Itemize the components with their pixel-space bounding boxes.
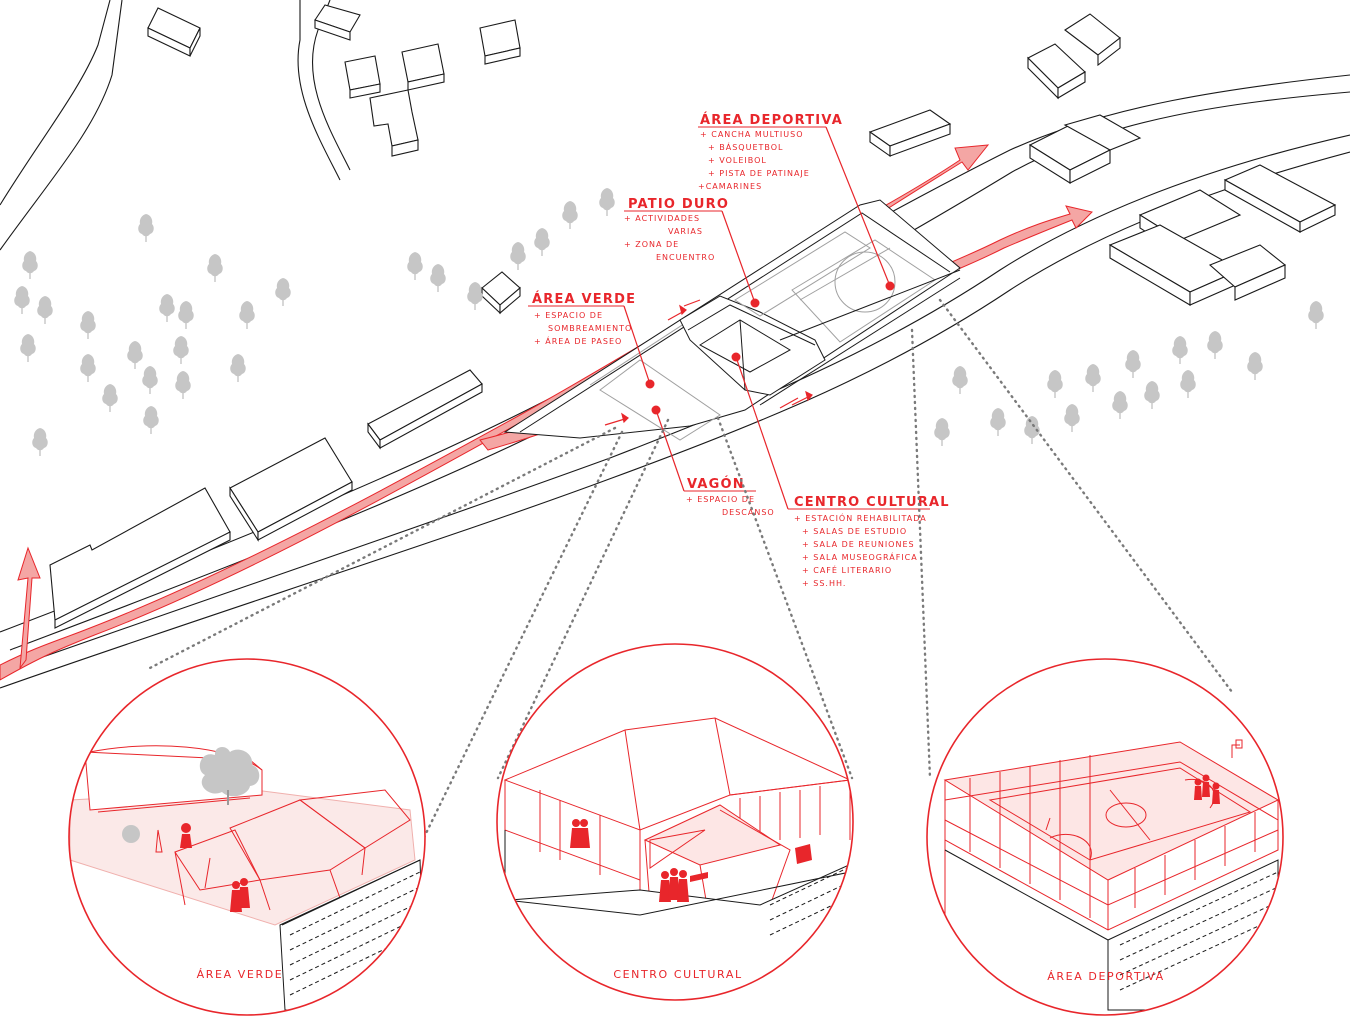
label-area-deportiva-title: ÁREA DEPORTIVA xyxy=(700,112,843,128)
label-area-verde: ÁREA VERDE + ESPACIO DE SOMBREAMIENTO + … xyxy=(528,291,655,389)
label-patio-duro-title: PATIO DURO xyxy=(628,197,729,212)
label-area-verde-item-2: SOMBREAMIENTO xyxy=(548,324,632,333)
label-area-deportiva-item-5: +CAMARINES xyxy=(698,182,762,191)
detail-area-verde: ÁREA VERDE xyxy=(68,658,426,1016)
detail-area-verde-frame xyxy=(68,658,426,1016)
label-centro-cultural-item-1: + ESTACIÓN REHABILITADA xyxy=(794,512,927,523)
label-centro-cultural-item-5: + CAFÉ LITERARIO xyxy=(802,564,892,575)
detail-centro-cultural-frame xyxy=(496,643,854,1001)
label-patio-duro-item-4: ENCUENTRO xyxy=(656,253,715,262)
left-up-arrow xyxy=(17,546,41,670)
label-centro-cultural-item-6: + SS.HH. xyxy=(802,579,846,588)
label-patio-duro-item-1: + ACTIVIDADES xyxy=(624,214,700,223)
label-area-verde-item-3: + ÁREA DE PASEO xyxy=(534,335,622,346)
label-area-verde-item-1: + ESPACIO DE xyxy=(534,311,603,320)
detail-area-deportiva: ÁREA DEPORTIVA xyxy=(926,658,1284,1016)
label-area-deportiva-item-3: + VOLEIBOL xyxy=(708,156,767,165)
project-site xyxy=(503,199,961,441)
label-patio-duro-item-2: VARIAS xyxy=(668,227,703,236)
detail-centro-cultural: CENTRO CULTURAL xyxy=(496,643,854,1001)
detail-area-deportiva-caption: ÁREA DEPORTIVA xyxy=(1047,970,1164,983)
label-centro-cultural-item-3: + SALA DE REUNIONES xyxy=(802,540,915,549)
label-vagon-item-2: DESCANSO xyxy=(722,508,775,517)
surrounding-buildings xyxy=(49,4,1337,629)
label-vagon: VAGÓN + ESPACIO DE DESCANSO xyxy=(651,405,775,517)
main-flow-band xyxy=(0,144,990,681)
detail-leaders xyxy=(148,298,1234,864)
label-centro-cultural: CENTRO CULTURAL + ESTACIÓN REHABILITADA … xyxy=(731,352,950,588)
label-vagon-item-1: + ESPACIO DE xyxy=(686,495,755,504)
label-patio-duro: PATIO DURO + ACTIVIDADES VARIAS + ZONA D… xyxy=(624,197,760,308)
label-centro-cultural-item-2: + SALAS DE ESTUDIO xyxy=(802,527,907,536)
label-centro-cultural-title: CENTRO CULTURAL xyxy=(794,495,950,510)
label-area-verde-title: ÁREA VERDE xyxy=(532,291,636,307)
label-vagon-title: VAGÓN xyxy=(687,476,745,492)
detail-area-deportiva-frame xyxy=(926,658,1284,1016)
site-flow-marks xyxy=(604,299,813,426)
label-area-deportiva-item-1: + CANCHA MULTIUSO xyxy=(700,130,804,139)
detail-centro-cultural-caption: CENTRO CULTURAL xyxy=(613,968,742,981)
label-area-deportiva-item-2: + BÁSQUETBOL xyxy=(708,141,783,152)
label-area-deportiva-item-4: + PISTA DE PATINAJE xyxy=(708,169,810,178)
detail-area-verde-caption: ÁREA VERDE xyxy=(197,968,284,981)
label-area-deportiva: ÁREA DEPORTIVA + CANCHA MULTIUSO + BÁSQU… xyxy=(698,112,895,291)
label-patio-duro-item-3: + ZONA DE xyxy=(624,240,679,249)
label-centro-cultural-item-4: + SALA MUSEOGRÁFICA xyxy=(802,551,918,562)
